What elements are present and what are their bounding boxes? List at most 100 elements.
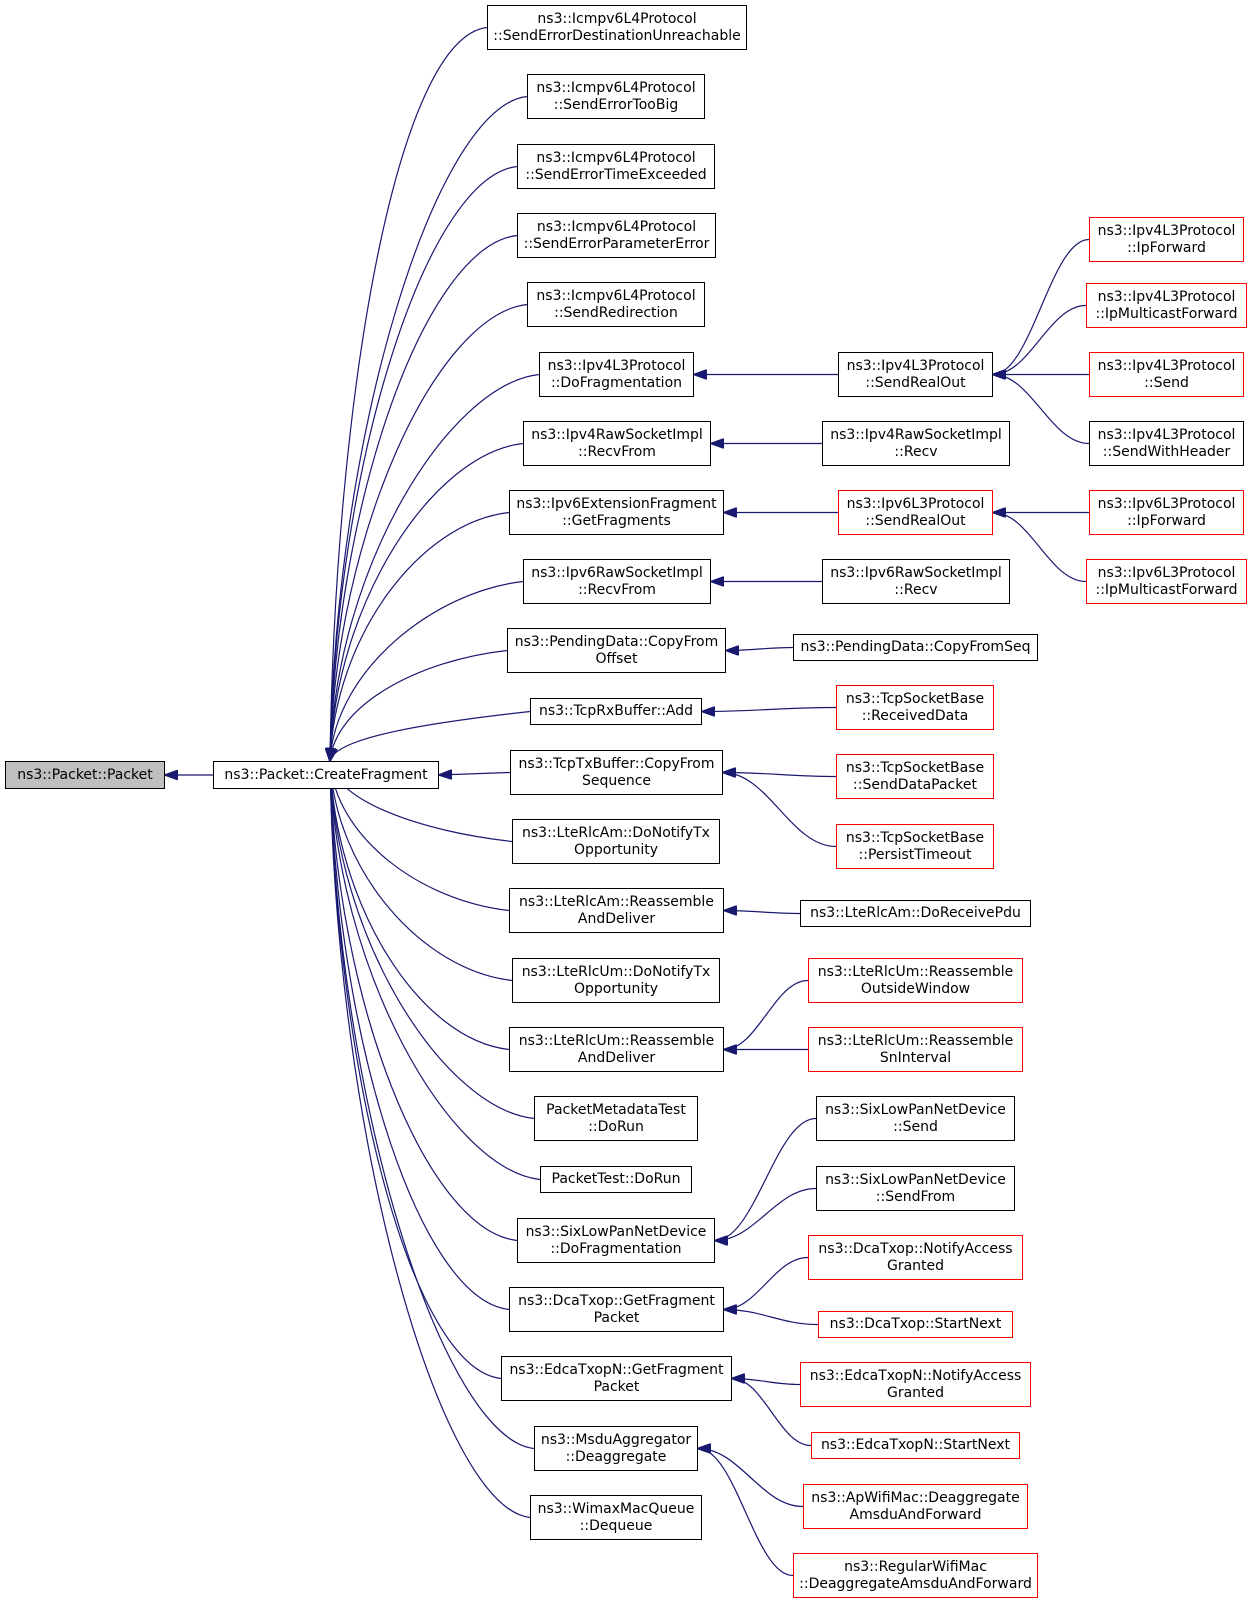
node-ns3-icmpv6l4protocol-senderrortoobig[interactable]: ns3::Icmpv6L4Protocol::SendErrorTooBig bbox=[527, 74, 705, 119]
node-ns3-sixlowpannetdevice-sendfrom[interactable]: ns3::SixLowPanNetDevice::SendFrom bbox=[816, 1166, 1015, 1211]
node-ns3-tcpsocketbase-senddatapacket[interactable]: ns3::TcpSocketBase::SendDataPacket bbox=[836, 754, 994, 799]
edge-n20-to-cf bbox=[330, 761, 510, 1311]
node-label-line: ns3::DcaTxop::NotifyAccess bbox=[818, 1240, 1013, 1257]
node-label-line: Granted bbox=[886, 1384, 945, 1401]
edge-d1-to-c1 bbox=[993, 238, 1090, 375]
node-label-line: ns3::Ipv4RawSocketImpl bbox=[830, 426, 1002, 443]
node-ns3-ipv6rawsocketimpl-recv[interactable]: ns3::Ipv6RawSocketImpl::Recv bbox=[822, 559, 1010, 604]
node-ns3-ipv6extensionfragment-getfragments[interactable]: ns3::Ipv6ExtensionFragment::GetFragments bbox=[509, 490, 724, 535]
edge-n7-to-cf bbox=[330, 442, 524, 762]
node-label-line: ::SendErrorTimeExceeded bbox=[525, 166, 707, 183]
node-ns3-tcpsocketbase-receiveddata[interactable]: ns3::TcpSocketBase::ReceivedData bbox=[836, 685, 994, 730]
node-label-line: ::Deaggregate bbox=[565, 1448, 667, 1465]
node-label-line: ::DoFragmentation bbox=[550, 374, 683, 391]
node-label-line: ns3::Ipv4L3Protocol bbox=[1097, 288, 1236, 305]
edge-d2-to-c1 bbox=[993, 304, 1087, 375]
node-label-line: ns3::SixLowPanNetDevice bbox=[525, 1223, 707, 1240]
node-label-line: SnInterval bbox=[879, 1049, 952, 1066]
node-label-line: ns3::RegularWifiMac bbox=[844, 1558, 987, 1575]
node-ns3-packet-createfragment[interactable]: ns3::Packet::CreateFragment bbox=[213, 761, 439, 789]
node-label-line: ns3::WimaxMacQueue bbox=[537, 1500, 695, 1517]
edge-n22-to-cf bbox=[330, 761, 535, 1450]
edge-n4-to-cf bbox=[330, 234, 518, 762]
node-label-line: ns3::Icmpv6L4Protocol bbox=[537, 10, 697, 27]
edge-c10-to-n16 bbox=[724, 979, 809, 1050]
node-label-line: ::SendRealOut bbox=[865, 374, 966, 391]
node-packetmetadatatest-dorun[interactable]: PacketMetadataTest::DoRun bbox=[534, 1096, 698, 1141]
node-ns3-edcatxopn-startnext[interactable]: ns3::EdcaTxopN::StartNext bbox=[811, 1432, 1020, 1459]
node-label-line: Packet bbox=[593, 1378, 640, 1395]
node-label-line: ns3::EdcaTxopN::GetFragment bbox=[509, 1361, 724, 1378]
node-ns3-ipv4rawsocketimpl-recvfrom[interactable]: ns3::Ipv4RawSocketImpl::RecvFrom bbox=[523, 421, 711, 466]
node-ns3-ipv4l3protocol-ipmulticastforward[interactable]: ns3::Ipv4L3Protocol::IpMulticastForward bbox=[1086, 283, 1247, 328]
node-label-line: ns3::Ipv6L3Protocol bbox=[1097, 564, 1236, 581]
node-label-line: ns3::PendingData::CopyFrom bbox=[514, 633, 719, 650]
node-label-line: ::IpForward bbox=[1127, 239, 1206, 256]
node-ns3-wimaxmacqueue-dequeue[interactable]: ns3::WimaxMacQueue::Dequeue bbox=[530, 1495, 702, 1540]
edge-c8-to-n12 bbox=[723, 773, 837, 848]
node-label-line: Offset bbox=[595, 650, 638, 667]
node-label-line: Opportunity bbox=[573, 841, 658, 858]
node-label-line: ::SendErrorTooBig bbox=[553, 96, 679, 113]
node-ns3-tcprxbuffer-add[interactable]: ns3::TcpRxBuffer::Add bbox=[530, 698, 702, 725]
node-ns3-icmpv6l4protocol-senderrortimeexceeded[interactable]: ns3::Icmpv6L4Protocol::SendErrorTimeExce… bbox=[517, 144, 715, 189]
node-label-line: ns3::Icmpv6L4Protocol bbox=[536, 287, 696, 304]
edge-n5-to-cf bbox=[330, 303, 528, 762]
node-label-line: ::SendErrorParameterError bbox=[523, 235, 710, 252]
node-label-line: ns3::Packet::CreateFragment bbox=[224, 766, 428, 783]
node-ns3-ipv6l3protocol-ipforward[interactable]: ns3::Ipv6L3Protocol::IpForward bbox=[1089, 490, 1244, 535]
node-packettest-dorun[interactable]: PacketTest::DoRun bbox=[540, 1166, 692, 1193]
node-ns3-dcatxop-startnext[interactable]: ns3::DcaTxop::StartNext bbox=[818, 1311, 1013, 1338]
node-ns3-icmpv6l4protocol-senderrorparametererror[interactable]: ns3::Icmpv6L4Protocol::SendErrorParamete… bbox=[517, 213, 716, 258]
node-ns3-ipv4l3protocol-dofragmentation[interactable]: ns3::Ipv4L3Protocol::DoFragmentation bbox=[539, 352, 694, 397]
edge-n18-to-cf bbox=[330, 761, 541, 1181]
node-ns3-tcpsocketbase-persisttimeout[interactable]: ns3::TcpSocketBase::PersistTimeout bbox=[836, 824, 994, 869]
node-ns3-ipv4l3protocol-sendrealout[interactable]: ns3::Ipv4L3Protocol::SendRealOut bbox=[838, 352, 993, 397]
edge-n9-to-cf bbox=[330, 580, 524, 762]
node-label-line: ns3::EdcaTxopN::StartNext bbox=[820, 1437, 1011, 1453]
node-label-line: ::RecvFrom bbox=[578, 581, 656, 598]
node-ns3-ipv4rawsocketimpl-recv[interactable]: ns3::Ipv4RawSocketImpl::Recv bbox=[822, 421, 1010, 466]
node-label-line: ns3::Ipv4L3Protocol bbox=[1097, 222, 1236, 239]
node-label-line: ns3::ApWifiMac::Deaggregate bbox=[811, 1489, 1020, 1506]
node-label-line: OutsideWindow bbox=[860, 980, 971, 997]
edge-c19-to-n22 bbox=[698, 1449, 794, 1577]
node-ns3-msduaggregator-deaggregate[interactable]: ns3::MsduAggregator::Deaggregate bbox=[534, 1426, 698, 1471]
node-ns3-icmpv6l4protocol-senderrordestinationunreachable[interactable]: ns3::Icmpv6L4Protocol::SendErrorDestinat… bbox=[487, 5, 747, 50]
node-ns3-sixlowpannetdevice-send[interactable]: ns3::SixLowPanNetDevice::Send bbox=[816, 1096, 1015, 1141]
node-label-line: ::Send bbox=[1144, 374, 1189, 391]
node-label-line: ::SendDataPacket bbox=[853, 776, 977, 793]
node-label-line: ns3::DcaTxop::GetFragment bbox=[518, 1292, 715, 1309]
node-ns3-regularwifimac-deaggregateamsduandforward[interactable]: ns3::RegularWifiMac::DeaggregateAmsduAnd… bbox=[793, 1553, 1038, 1598]
node-label-line: ns3::EdcaTxopN::NotifyAccess bbox=[809, 1367, 1022, 1384]
node-ns3-pendingdata-copyfromseq[interactable]: ns3::PendingData::CopyFromSeq bbox=[793, 634, 1038, 661]
node-label-line: ns3::Ipv6RawSocketImpl bbox=[531, 564, 703, 581]
node-ns3-icmpv6l4protocol-sendredirection[interactable]: ns3::Icmpv6L4Protocol::SendRedirection bbox=[527, 282, 705, 327]
node-ns3-ipv6l3protocol-ipmulticastforward[interactable]: ns3::Ipv6L3Protocol::IpMulticastForward bbox=[1086, 559, 1247, 604]
edge-c12-to-n19 bbox=[715, 1117, 817, 1241]
node-ns3-ipv6l3protocol-sendrealout[interactable]: ns3::Ipv6L3Protocol::SendRealOut bbox=[838, 490, 993, 535]
node-label-line: ::SendErrorDestinationUnreachable bbox=[493, 27, 741, 44]
node-ns3-sixlowpannetdevice-dofragmentation[interactable]: ns3::SixLowPanNetDevice::DoFragmentation bbox=[517, 1218, 715, 1263]
node-label-line: ::RecvFrom bbox=[578, 443, 656, 460]
edge-d6-to-c3 bbox=[993, 513, 1087, 583]
node-label-line: ::IpMulticastForward bbox=[1095, 581, 1238, 598]
node-ns3-ipv4l3protocol-sendwithheader[interactable]: ns3::Ipv4L3Protocol::SendWithHeader bbox=[1089, 421, 1244, 466]
node-ns3-ipv4l3protocol-send[interactable]: ns3::Ipv4L3Protocol::Send bbox=[1089, 352, 1244, 397]
node-ns3-lterlcam-doreceivepdu[interactable]: ns3::LteRlcAm::DoReceivePdu bbox=[800, 900, 1031, 927]
node-ns3-ipv6rawsocketimpl-recvfrom[interactable]: ns3::Ipv6RawSocketImpl::RecvFrom bbox=[523, 559, 711, 604]
node-ns3-ipv4l3protocol-ipforward[interactable]: ns3::Ipv4L3Protocol::IpForward bbox=[1089, 217, 1244, 262]
